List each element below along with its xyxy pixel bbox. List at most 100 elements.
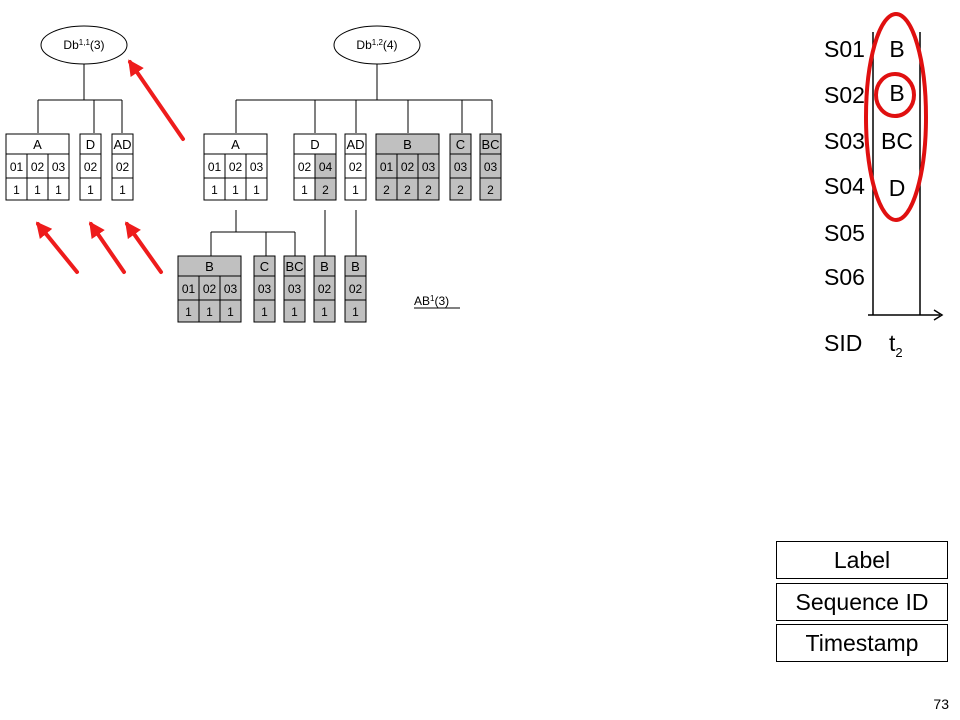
node-timestamp: 1	[352, 183, 359, 197]
timeline-item: D	[889, 175, 906, 201]
node-timestamp: 1	[34, 183, 41, 197]
node-timestamp: 1	[206, 305, 213, 319]
tree2-child-node: B 02 1	[344, 255, 367, 323]
time-axis-label: t	[889, 330, 896, 356]
node-label: C	[456, 137, 465, 152]
tree1-root: Db1,1(3)	[40, 25, 128, 65]
svg-text:Db1,2(4): Db1,2(4)	[356, 38, 397, 53]
red-circles	[864, 12, 928, 222]
node-timestamp: 1	[232, 183, 239, 197]
tree2-child-node: C 03 1	[253, 255, 276, 323]
timeline-axis-labels: SID t2	[824, 330, 903, 360]
sid-label: S02	[824, 82, 865, 108]
node-timestamp: 2	[425, 183, 432, 197]
sid-label: S01	[824, 36, 865, 62]
node-label: D	[310, 137, 319, 152]
node-timestamp: 2	[383, 183, 390, 197]
node-timestamp: 1	[185, 305, 192, 319]
tree2-node: BC 03 2	[479, 133, 502, 201]
node-label: AD	[346, 137, 364, 152]
timeline-item: B	[889, 80, 904, 106]
node-label: BC	[285, 259, 303, 274]
tree2-connectors	[210, 64, 493, 256]
sid-label: S06	[824, 264, 865, 290]
node-sequence-id: 03	[258, 282, 272, 296]
node-sequence-id: 04	[319, 160, 333, 174]
tree1-node: AD 02 1	[111, 133, 134, 201]
node-label: B	[320, 259, 329, 274]
node-timestamp: 1	[291, 305, 298, 319]
node-sequence-id: 01	[208, 160, 222, 174]
node-label: BC	[481, 137, 499, 152]
svg-text:AB1(3): AB1(3)	[414, 294, 449, 309]
arrow-to-root	[128, 59, 185, 141]
legend-label: Label	[776, 541, 948, 579]
node-sequence-id: 03	[422, 160, 436, 174]
node-sequence-id: 03	[52, 160, 66, 174]
node-timestamp: 1	[253, 183, 260, 197]
node-sequence-id: 02	[84, 160, 98, 174]
node-timestamp: 1	[352, 305, 359, 319]
node-label: A	[33, 137, 42, 152]
ab-label: AB1(3)	[414, 294, 460, 309]
node-sequence-id: 03	[288, 282, 302, 296]
legend-timestamp: Timestamp	[776, 624, 948, 662]
node-timestamp: 1	[119, 183, 126, 197]
page-number: 73	[933, 696, 949, 712]
tree2-child-node: BC 03 1	[283, 255, 306, 323]
node-timestamp: 2	[487, 183, 494, 197]
legend-sequence-id: Sequence ID	[776, 583, 948, 621]
node-timestamp: 1	[261, 305, 268, 319]
svg-text:Db1,1(3): Db1,1(3)	[63, 38, 104, 53]
node-timestamp: 1	[13, 183, 20, 197]
sid-label: S04	[824, 173, 865, 199]
node-timestamp: 1	[321, 305, 328, 319]
tree2-root: Db1,2(4)	[333, 25, 421, 65]
node-sequence-id: 02	[349, 282, 363, 296]
node-sequence-id: 01	[10, 160, 24, 174]
node-timestamp: 2	[322, 183, 329, 197]
tree2-node: AD 02 1	[344, 133, 367, 201]
node-sequence-id: 02	[229, 160, 243, 174]
node-timestamp: 2	[404, 183, 411, 197]
node-timestamp: 1	[301, 183, 308, 197]
sid-label: S05	[824, 220, 865, 246]
node-timestamp: 1	[87, 183, 94, 197]
node-label: D	[86, 137, 95, 152]
timeline-item: B	[889, 36, 904, 62]
node-sequence-id: 02	[116, 160, 130, 174]
arrow-to-node-d	[89, 221, 126, 274]
node-timestamp: 2	[457, 183, 464, 197]
node-timestamp: 1	[211, 183, 218, 197]
circle-large	[864, 12, 928, 222]
node-sequence-id: 03	[484, 160, 498, 174]
tree1-connectors	[37, 64, 123, 133]
node-label: AD	[113, 137, 131, 152]
node-sequence-id: 02	[349, 160, 363, 174]
node-sequence-id: 01	[380, 160, 394, 174]
node-label: C	[260, 259, 269, 274]
node-label: B	[205, 259, 214, 274]
node-sequence-id: 02	[298, 160, 312, 174]
node-sequence-id: 02	[401, 160, 415, 174]
circle-small	[874, 72, 916, 118]
node-sequence-id: 03	[454, 160, 468, 174]
tree2-node: C 03 2	[449, 133, 472, 201]
arrow-to-node-ad	[125, 221, 163, 274]
node-sequence-id: 03	[224, 282, 238, 296]
node-label: A	[231, 137, 240, 152]
tree1-node: D 02 1	[79, 133, 102, 201]
node-timestamp: 1	[227, 305, 234, 319]
node-sequence-id: 03	[250, 160, 264, 174]
node-label: B	[351, 259, 360, 274]
